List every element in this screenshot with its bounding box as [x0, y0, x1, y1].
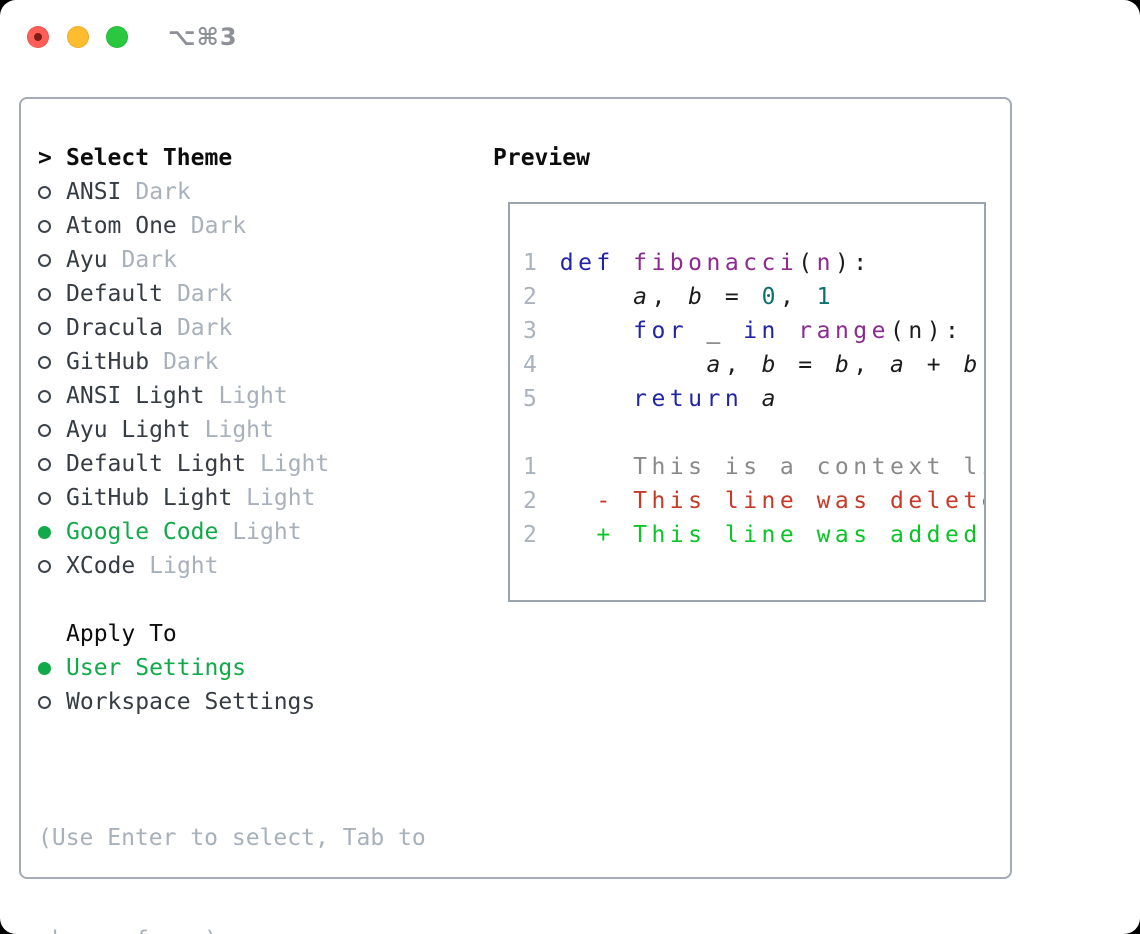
- apply-to-option[interactable]: User Settings: [38, 651, 478, 685]
- theme-variant-tag: Dark: [121, 247, 177, 273]
- cursor-chevron-icon: >: [38, 145, 52, 171]
- line-number: 2: [523, 284, 542, 310]
- theme-variant-tag: Dark: [176, 315, 233, 341]
- radio-unselected-icon: [38, 559, 51, 573]
- code-line: 5 return a: [523, 386, 780, 412]
- preview-box: 1 def fibonacci(n): 2 a, b = 0, 1 3 for _ …: [508, 202, 986, 602]
- line-number: 1: [523, 250, 542, 276]
- theme-variant-tag: Light: [260, 451, 330, 477]
- radio-unselected-icon: [38, 185, 51, 199]
- theme-option[interactable]: Default Dark: [38, 277, 478, 311]
- line-number: 4: [523, 352, 542, 378]
- theme-variant-tag: Light: [232, 519, 302, 545]
- close-button[interactable]: [27, 26, 49, 48]
- line-number: 5: [523, 386, 542, 412]
- line-number: 2: [523, 488, 542, 514]
- theme-variant-tag: Light: [218, 383, 288, 409]
- code-line: 2 + This line was added.: [523, 522, 986, 548]
- radio-unselected-icon: [38, 491, 51, 505]
- radio-unselected-icon: [38, 287, 51, 301]
- radio-selected-icon: [38, 661, 51, 675]
- theme-option[interactable]: Ayu Light Light: [38, 413, 478, 447]
- radio-selected-icon: [38, 525, 51, 539]
- theme-option[interactable]: Atom One Dark: [38, 209, 478, 243]
- line-number: 1: [523, 454, 542, 480]
- option-label: Atom One: [66, 213, 177, 239]
- radio-unselected-icon: [38, 695, 51, 709]
- option-label: ANSI Light: [66, 383, 205, 409]
- theme-variant-tag: Light: [149, 553, 219, 579]
- code-line: 1 def fibonacci(n):: [523, 250, 872, 276]
- code-line: 2 a, b = 0, 1: [523, 284, 835, 310]
- code-line: [523, 416, 984, 450]
- zoom-button[interactable]: [106, 26, 128, 48]
- minimize-button[interactable]: [67, 26, 89, 48]
- option-label: GitHub: [66, 349, 150, 375]
- theme-variant-tag: Dark: [135, 179, 191, 205]
- theme-option[interactable]: GitHub Light Light: [38, 481, 478, 515]
- theme-variant-tag: Dark: [163, 349, 219, 375]
- line-number: 2: [523, 522, 542, 548]
- radio-unselected-icon: [38, 355, 51, 369]
- option-label: XCode: [66, 553, 136, 579]
- theme-variant-tag: Light: [246, 485, 316, 511]
- radio-unselected-icon: [38, 253, 51, 267]
- radio-unselected-icon: [38, 321, 51, 335]
- window-title: ⌥⌘3: [168, 23, 238, 51]
- theme-variant-tag: Dark: [176, 281, 233, 307]
- option-label: Dracula: [66, 315, 163, 341]
- theme-option[interactable]: XCode Light: [38, 549, 478, 583]
- theme-variant-tag: Dark: [190, 213, 247, 239]
- option-label: Ayu Light: [66, 417, 191, 443]
- code-preview: 1 def fibonacci(n): 2 a, b = 0, 1 3 for _ …: [510, 204, 984, 552]
- code-line: 2 - This line was deleted.: [523, 488, 984, 514]
- radio-unselected-icon: [38, 457, 51, 471]
- apply-to-header: Apply To: [38, 617, 478, 651]
- option-label: Ayu: [66, 247, 108, 273]
- theme-list-header: > Select Theme: [38, 141, 478, 175]
- theme-option[interactable]: Dracula Dark: [38, 311, 478, 345]
- keyboard-hint: (Use Enter to select, Tab to change focu…: [38, 753, 478, 934]
- apply-to-option[interactable]: Workspace Settings: [38, 685, 478, 719]
- titlebar: ⌥⌘3: [0, 0, 1140, 70]
- code-line: 3 for _ in range(n):: [523, 318, 964, 344]
- option-label: Default: [66, 281, 163, 307]
- theme-option[interactable]: Default Light Light: [38, 447, 478, 481]
- option-label: Workspace Settings: [66, 689, 316, 715]
- theme-option[interactable]: Google Code Light: [38, 515, 478, 549]
- keyboard-hint-line2: change focus): [38, 923, 478, 934]
- option-label: ANSI: [66, 179, 122, 205]
- theme-list-title: Select Theme: [66, 145, 233, 171]
- apply-to-title: Apply To: [66, 621, 177, 647]
- theme-option[interactable]: ANSI Light Light: [38, 379, 478, 413]
- theme-option[interactable]: Ayu Dark: [38, 243, 478, 277]
- unsaved-dot-icon: [34, 33, 42, 41]
- option-label: Google Code: [66, 519, 219, 545]
- code-line: 1 This is a context line.: [523, 454, 984, 480]
- radio-unselected-icon: [38, 219, 51, 233]
- line-number: 3: [523, 318, 542, 344]
- option-label: GitHub Light: [66, 485, 233, 511]
- radio-unselected-icon: [38, 423, 51, 437]
- preview-title: Preview: [493, 145, 590, 171]
- theme-option[interactable]: ANSI Dark: [38, 175, 478, 209]
- option-label: Default Light: [66, 451, 247, 477]
- option-label: User Settings: [66, 655, 247, 681]
- theme-variant-tag: Light: [204, 417, 274, 443]
- code-line: 4 a, b = b, a + b: [523, 352, 982, 378]
- radio-unselected-icon: [38, 389, 51, 403]
- keyboard-hint-line1: (Use Enter to select, Tab to: [38, 825, 426, 851]
- theme-option[interactable]: GitHub Dark: [38, 345, 478, 379]
